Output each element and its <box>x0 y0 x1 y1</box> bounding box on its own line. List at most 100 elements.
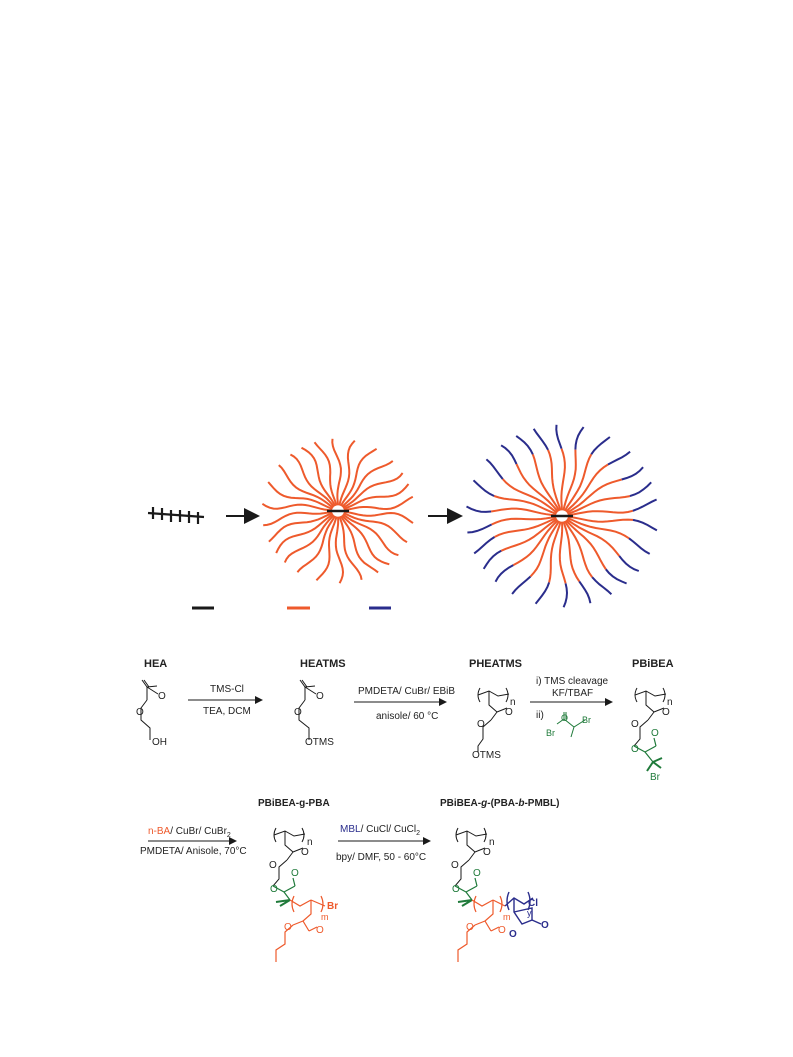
backbone-monomer-cartoon <box>147 507 205 524</box>
pba-arm <box>342 513 399 557</box>
final-y: y <box>527 908 532 918</box>
step1-reagent: TMS-Cl <box>210 684 244 695</box>
pba-carbonyl-o2: O <box>291 868 299 879</box>
pba-arm <box>563 520 594 578</box>
pba-arm <box>338 439 356 506</box>
heatms-structure <box>298 679 317 740</box>
final-ester-o2: O <box>452 884 460 895</box>
pmbl-arm-end <box>485 458 504 480</box>
pheatms-ester-o: O <box>477 719 485 730</box>
pmbl-arm-end <box>574 426 585 450</box>
final-lactone-carbonyl-o: O <box>541 920 549 931</box>
pba-arm <box>331 438 342 506</box>
pmbl-arm-end <box>621 466 644 481</box>
pmbl-arm-end <box>632 498 658 512</box>
final-cl: Cl <box>528 898 538 909</box>
pba-carbonyl-o: O <box>301 847 309 858</box>
pmbl-arm-end <box>605 568 627 585</box>
label-hea: HEA <box>144 658 167 670</box>
final-carbonyl-o: O <box>483 847 491 858</box>
pba-arm <box>490 507 557 517</box>
pmbl-arm-end <box>494 564 514 583</box>
pmbl-arm-end <box>628 537 651 555</box>
pba-arm <box>562 449 577 511</box>
pba-arm <box>512 519 559 566</box>
pba-arm <box>567 495 631 515</box>
initiator-br-2: Br <box>582 715 591 725</box>
pba-arm <box>567 509 634 517</box>
pba-arm <box>343 483 410 510</box>
pba-arm <box>494 517 557 538</box>
step2-conditions: anisole/ 60 °C <box>376 711 438 722</box>
pba-arm <box>566 478 622 514</box>
final-ester-o3: O <box>466 922 474 933</box>
pba-brush-cartoon <box>261 438 414 584</box>
pba-arm <box>341 460 394 508</box>
step3-line3: ii) <box>536 710 544 721</box>
pba-arm <box>283 514 335 563</box>
final-lactone-o: O <box>509 929 517 940</box>
pmbl-arm-end <box>511 575 532 595</box>
pba-m: m <box>321 912 329 922</box>
pheatms-structure <box>477 687 510 752</box>
pba-arm <box>339 447 378 507</box>
pba-arm <box>315 516 338 581</box>
pbibea-g-pba-structure <box>272 827 326 962</box>
final-carbonyl-o3: O <box>498 925 506 936</box>
pba-arm <box>515 463 559 513</box>
pba-arm <box>493 495 557 515</box>
label-final-product: PBiBEA-g-(PBA-b-PMBL) <box>440 798 559 809</box>
pbibea-br: Br <box>650 772 661 783</box>
step3-line1: i) TMS cleavage <box>536 676 609 687</box>
pba-arm <box>567 515 634 523</box>
pba-arm <box>289 453 335 508</box>
initiator-br-1: Br <box>546 728 555 738</box>
label-pbibea-g-pba: PBiBEA-g-PBA <box>258 798 330 809</box>
pmbl-arm-end <box>607 450 631 466</box>
pba-arm <box>261 502 333 512</box>
pmbl-arm-end <box>618 555 640 572</box>
step4-reagents: n-BA/ CuBr/ CuBr2 <box>148 826 231 839</box>
pba-arm <box>500 518 558 552</box>
pba-arm <box>334 516 345 584</box>
pbibea-carbonyl-o: O <box>662 707 670 718</box>
pba-arm <box>529 520 561 578</box>
final-carbonyl-o2: O <box>473 868 481 879</box>
pba-arm <box>300 446 337 507</box>
pmbl-arm-end <box>467 523 493 534</box>
final-ester-o: O <box>451 860 459 871</box>
pbibea-carbonyl-o2: O <box>651 728 659 739</box>
pba-ester-o: O <box>269 860 277 871</box>
hea-oh: OH <box>152 737 167 748</box>
pmbl-arm-end <box>555 424 563 449</box>
pba-arm <box>565 463 609 513</box>
pheatms-otms: OTMS <box>472 750 501 761</box>
pba-arm <box>296 515 337 573</box>
pba-arm <box>531 453 561 512</box>
pba-arm <box>563 453 593 512</box>
pheatms-carbonyl-o: O <box>505 707 513 718</box>
pmbl-arm-end <box>515 435 534 455</box>
pba-arm <box>566 518 621 557</box>
pba-arm <box>501 478 558 514</box>
pmbl-arm-end <box>472 479 495 497</box>
pheatms-n: n <box>510 697 516 708</box>
label-heatms: HEATMS <box>300 658 346 670</box>
pba-arm <box>343 512 408 544</box>
pbibea-n: n <box>667 697 673 708</box>
hea-ester-o: O <box>136 707 144 718</box>
pmbl-arm-end <box>466 505 492 513</box>
pba-arm <box>560 448 566 511</box>
pba-arm <box>313 441 338 506</box>
hea-structure <box>140 679 159 740</box>
step5-conditions: bpy/ DMF, 50 - 60°C <box>336 852 426 863</box>
step1-conditions: TEA, DCM <box>203 706 251 717</box>
heatms-ester-o: O <box>294 707 302 718</box>
pmbl-arm-end <box>562 583 569 608</box>
pba-arm <box>339 515 379 574</box>
pbibea-structure <box>633 687 667 747</box>
pba-carbonyl-o3: O <box>316 925 324 936</box>
pba-arm <box>343 510 414 524</box>
final-n: n <box>489 837 495 848</box>
